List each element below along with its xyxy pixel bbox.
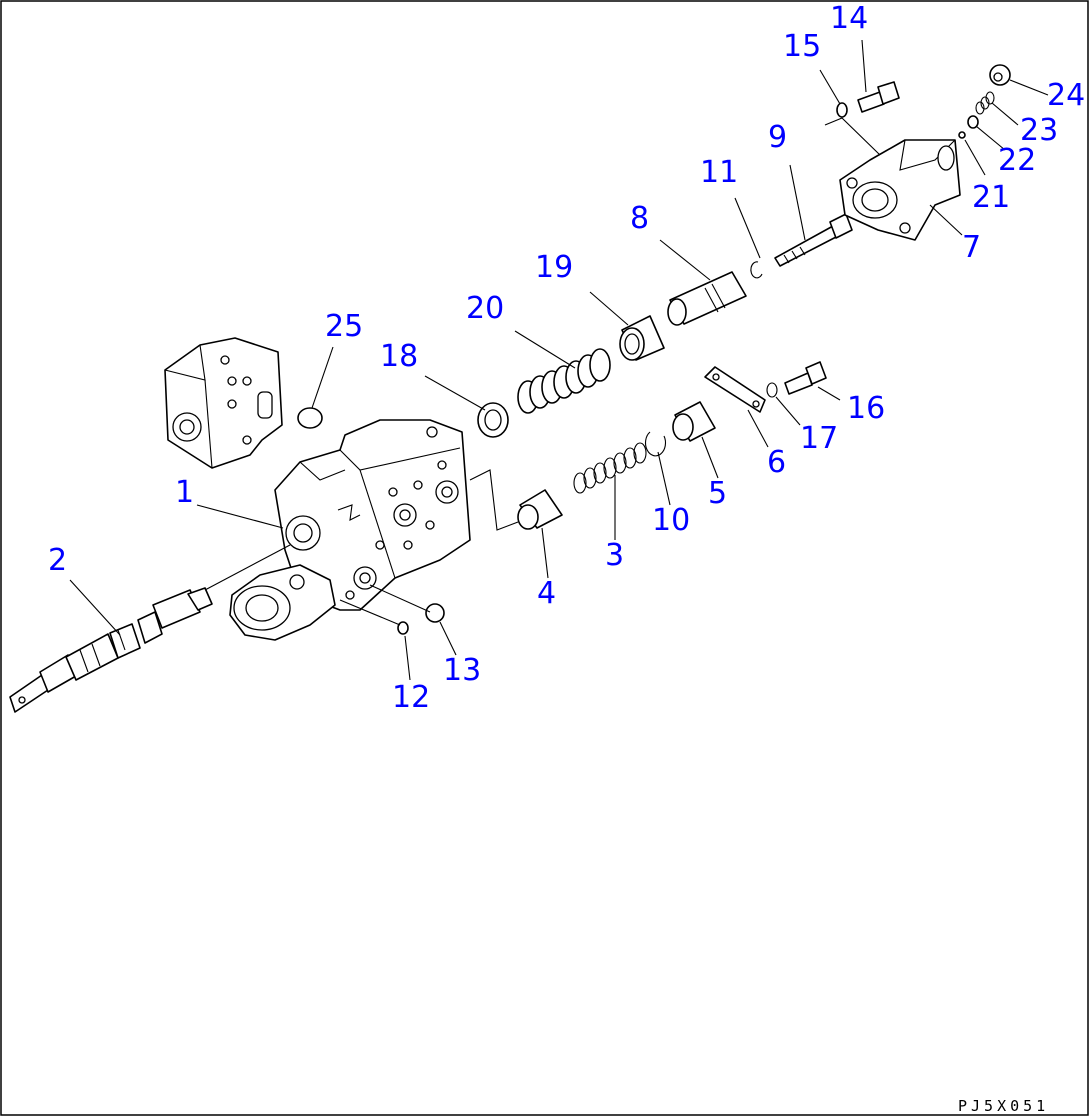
part-25-cover-plate xyxy=(164,337,283,469)
part-18-cap xyxy=(477,402,509,438)
callout-19: 19 xyxy=(535,250,573,285)
part-11-snap-ring xyxy=(750,261,763,279)
part-14-leader-line xyxy=(824,117,881,156)
callout-20: 20 xyxy=(466,291,504,326)
callout-14: 14 xyxy=(830,1,868,36)
part-5-piston xyxy=(672,401,716,442)
part-4-spool xyxy=(517,489,563,530)
part-7-cover xyxy=(839,139,961,241)
callout-23: 23 xyxy=(1020,113,1058,148)
callout-numbers: 1 2 3 4 5 6 7 8 9 10 11 12 13 14 15 16 1… xyxy=(48,1,1085,715)
part-1-end-cap xyxy=(229,564,336,641)
part-12-o-ring xyxy=(397,621,409,635)
part-16-bolt xyxy=(784,361,827,395)
callout-25: 25 xyxy=(325,309,363,344)
callout-4: 4 xyxy=(537,576,556,611)
part-8-piston xyxy=(667,271,747,326)
part-6-lever xyxy=(704,366,766,413)
part-23-spring xyxy=(975,91,995,115)
callout-21: 21 xyxy=(972,180,1010,215)
part-10-snap-ring xyxy=(644,431,666,457)
part-14-bolt xyxy=(857,81,900,113)
part-3-spring xyxy=(573,442,647,494)
callout-24: 24 xyxy=(1047,78,1085,113)
callout-22: 22 xyxy=(998,143,1036,178)
callout-10: 10 xyxy=(652,503,690,538)
callout-7: 7 xyxy=(962,230,981,265)
part-2-centerline xyxy=(204,544,291,591)
callout-15: 15 xyxy=(783,29,821,64)
drawing-code: PJ5X051 xyxy=(958,1097,1049,1115)
part-4-assembly-line xyxy=(469,469,519,531)
callout-18: 18 xyxy=(380,339,418,374)
leader-lines xyxy=(69,39,1049,681)
part-24-plug xyxy=(989,64,1011,86)
callout-12: 12 xyxy=(392,680,430,715)
callout-9: 9 xyxy=(768,120,787,155)
part-9-bolt xyxy=(774,213,853,267)
part-19-sleeve xyxy=(619,315,665,361)
callout-5: 5 xyxy=(708,476,727,511)
part-13-o-ring xyxy=(425,603,445,623)
callout-2: 2 xyxy=(48,543,67,578)
callout-3: 3 xyxy=(605,538,624,573)
callout-17: 17 xyxy=(800,421,838,456)
callout-11: 11 xyxy=(700,155,738,190)
part-21-ball xyxy=(958,131,966,139)
part-17-washer xyxy=(766,382,778,398)
part-22-ring xyxy=(967,115,979,129)
callout-8: 8 xyxy=(630,201,649,236)
part-2-spool xyxy=(9,587,213,713)
callout-6: 6 xyxy=(767,445,786,480)
part-15-washer xyxy=(836,102,848,118)
part-1-valve-body xyxy=(274,419,471,611)
callout-13: 13 xyxy=(443,653,481,688)
part-20-spring xyxy=(517,348,611,414)
callout-1: 1 xyxy=(175,475,194,510)
callout-16: 16 xyxy=(847,391,885,426)
part-12-13-assembly-lines xyxy=(339,584,431,626)
part-25-o-ring xyxy=(297,407,323,429)
